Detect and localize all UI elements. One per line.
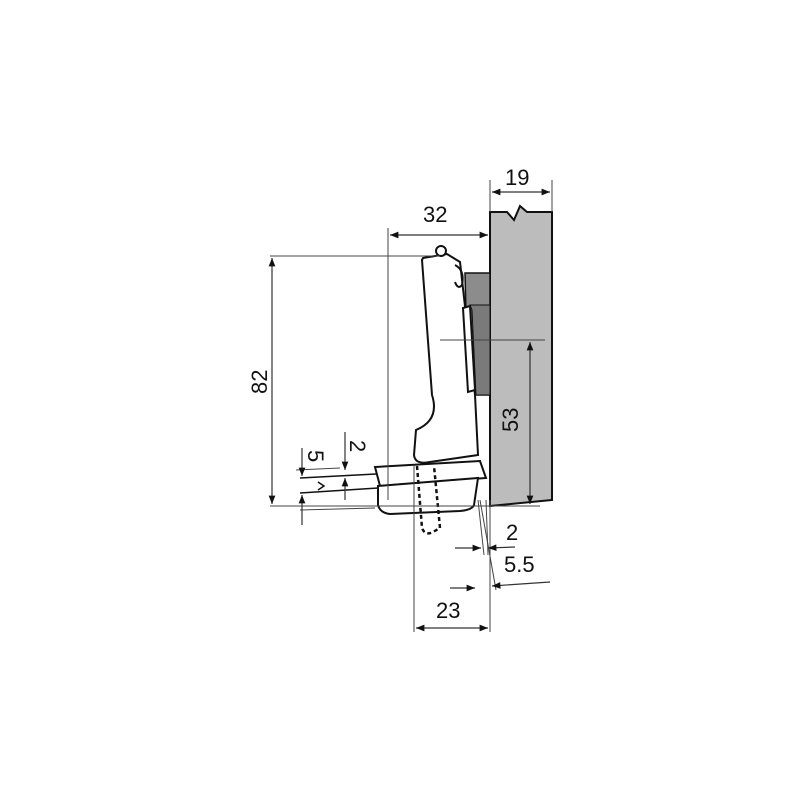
door-edge (299, 473, 379, 494)
dimension-lines (268, 188, 551, 632)
dim-door-offset: 5 (303, 450, 328, 462)
dim-cup-offset: 32 (423, 202, 447, 227)
cabinet-panel (489, 204, 553, 508)
dim-overlay-small: 2 (506, 520, 518, 545)
dim-plate-gap: 2 (345, 440, 370, 452)
hinge-arm (412, 245, 480, 464)
dim-overall-height: 82 (247, 370, 272, 394)
dimension-labels: 19 32 82 53 2 5 2 5.5 23 (247, 165, 535, 623)
dim-bore-distance: 23 (436, 598, 460, 623)
dim-overlay: 5.5 (504, 552, 535, 577)
dim-mounting-height: 53 (498, 408, 523, 432)
reference-lines (270, 180, 553, 632)
dim-panel-thickness: 19 (505, 165, 529, 190)
